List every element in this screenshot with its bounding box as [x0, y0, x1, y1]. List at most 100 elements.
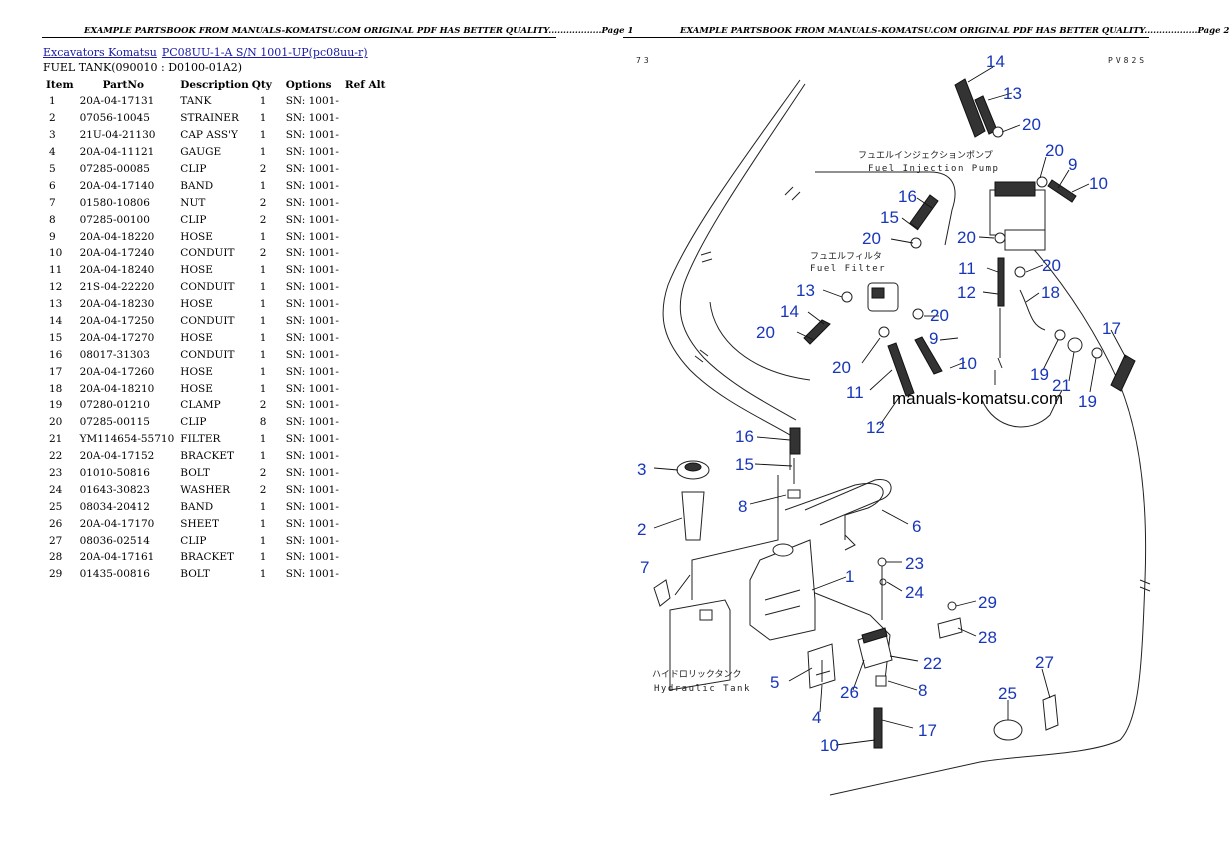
- strainer: [681, 491, 705, 541]
- callout-number: 20: [756, 323, 775, 342]
- table-cell: 8: [259, 416, 267, 429]
- table-cell: 20A-04-17260: [79, 365, 155, 378]
- callout-number: 20: [1045, 141, 1064, 160]
- hose-18: [1019, 289, 1046, 331]
- table-cell: NUT: [180, 196, 206, 209]
- table-cell: [342, 481, 389, 498]
- breadcrumb: Excavators Komatsu PC08UU-1-A S/N 1001-UP…: [43, 46, 368, 59]
- table-cell: SN: 1001-: [285, 382, 339, 395]
- table-cell: [342, 498, 389, 515]
- table-cell: CLIP: [180, 534, 207, 547]
- column-header: Description: [180, 78, 249, 91]
- hose-9: [914, 336, 943, 375]
- table-cell: CONDUIT: [180, 315, 235, 328]
- conduit-14-top: [954, 78, 986, 138]
- conduit-12: [997, 308, 1003, 369]
- table-cell: CLIP: [180, 163, 207, 175]
- table-cell: SN: 1001-: [285, 517, 339, 530]
- table-cell: 2: [259, 213, 267, 226]
- table-cell: SN: 1001-: [285, 315, 339, 328]
- table-cell: SN: 1001-: [285, 500, 339, 513]
- table-cell: 01435-00816: [79, 568, 150, 581]
- table-cell: CLAMP: [180, 399, 221, 412]
- table-cell: SN: 1001-: [285, 196, 339, 209]
- callout-number: 11: [846, 383, 864, 402]
- table-cell: GAUGE: [180, 146, 222, 159]
- table-cell: 07285-00085: [79, 163, 150, 175]
- table-cell: SN: 1001-: [285, 281, 339, 294]
- fuel-line-outer: [662, 79, 801, 470]
- table-cell: SN: 1001-: [285, 163, 339, 175]
- conduit-16-upper: [909, 194, 939, 230]
- table-cell: FILTER: [180, 433, 221, 446]
- table-cell: CLIP: [180, 213, 207, 226]
- table-cell: 20A-04-18220: [79, 230, 155, 243]
- table-cell: SN: 1001-: [285, 551, 339, 564]
- leader-lines: [653, 66, 1127, 746]
- clip-20: [992, 126, 1004, 138]
- breadcrumb-link-model[interactable]: PC08UU-1-A S/N 1001-UP(pc08uu-r): [161, 46, 368, 59]
- table-cell: 12: [49, 281, 63, 294]
- table-cell: 1: [259, 517, 267, 530]
- callout-number: 12: [866, 418, 885, 437]
- callout-number: 20: [957, 228, 976, 247]
- callout-number: 19: [1078, 392, 1097, 411]
- table-cell: 07056-10045: [79, 112, 150, 125]
- table-cell: SN: 1001-: [285, 95, 339, 108]
- table-cell: HOSE: [180, 264, 213, 277]
- table-cell: [342, 380, 389, 397]
- fuel-filter-cap: [871, 287, 885, 299]
- table-cell: HOSE: [180, 331, 213, 344]
- table-cell: 17: [49, 365, 63, 378]
- table-cell: 1: [49, 95, 56, 108]
- fuel-line-loop: [709, 301, 811, 381]
- table-cell: 28: [49, 551, 63, 564]
- table-cell: 1: [259, 298, 267, 311]
- table-cell: 01580-10806: [79, 196, 150, 209]
- callout-number: 2: [637, 520, 646, 539]
- table-cell: 2: [259, 247, 267, 260]
- table-cell: 15: [49, 331, 63, 344]
- bolt-23: [877, 557, 887, 567]
- callout-number: 16: [898, 187, 917, 206]
- fuel-line-filter-top: [815, 171, 956, 246]
- callout-number: 10: [820, 736, 839, 755]
- hyd-tank-label-en: Hydraulic Tank: [654, 684, 751, 694]
- table-cell: SN: 1001-: [285, 433, 339, 446]
- table-cell: HOSE: [180, 382, 213, 395]
- pump-lower-body: [1004, 229, 1046, 251]
- table-cell: SN: 1001-: [285, 399, 339, 412]
- table-cell: [342, 279, 389, 296]
- table-cell: 8: [49, 213, 56, 226]
- table-cell: 23: [49, 467, 63, 480]
- table-cell: [342, 211, 389, 228]
- fuel-filter-label-en: Fuel Filter: [810, 264, 886, 274]
- callout-number: 1: [845, 567, 854, 586]
- table-cell: SN: 1001-: [285, 331, 339, 344]
- table-cell: 1: [259, 534, 267, 547]
- table-cell: 1: [259, 450, 267, 463]
- table-cell: 24: [49, 483, 63, 496]
- table-cell: 1: [259, 382, 267, 395]
- table-cell: 2: [259, 483, 267, 496]
- callout-number: 4: [812, 708, 821, 727]
- hyd-tank-label-jp: ハイドロリックタンク: [652, 669, 741, 680]
- table-cell: SN: 1001-: [285, 146, 339, 159]
- breadcrumb-link-excavators[interactable]: Excavators Komatsu: [43, 46, 157, 59]
- table-cell: 07285-00100: [79, 213, 150, 226]
- table-cell: 16: [49, 348, 63, 361]
- table-cell: BRACKET: [180, 551, 235, 564]
- conduit-10-top: [1047, 179, 1077, 203]
- hydraulic-tank: [669, 599, 731, 691]
